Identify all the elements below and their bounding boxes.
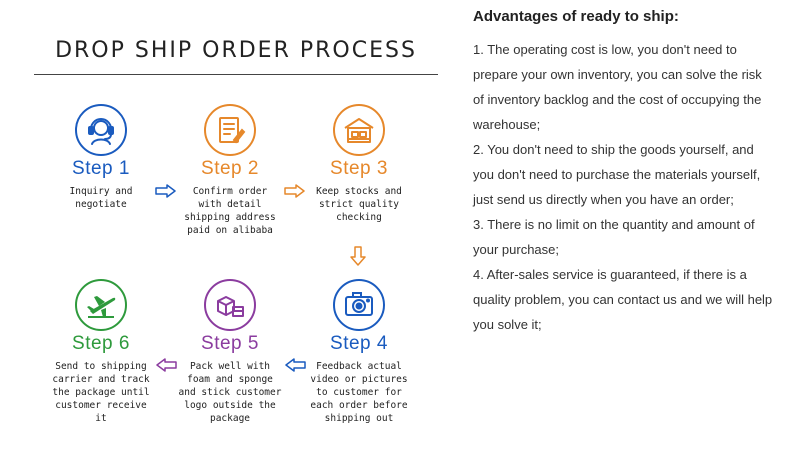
warehouse-icon [333, 104, 385, 156]
advantage-point-1: 1. The operating cost is low, you don't … [473, 42, 762, 132]
right-arrow-icon [155, 184, 176, 198]
step-3-description: Keep stocks and strict quality checking [316, 186, 402, 223]
step-4: Step 4 Feedback actual video or pictures… [299, 279, 419, 425]
step-1: Step 1 Inquiry and negotiate [41, 104, 161, 211]
order-form-icon [204, 104, 256, 156]
package-boxes-icon [204, 279, 256, 331]
advantages-heading: Advantages of ready to ship: [473, 8, 679, 25]
camera-icon [333, 279, 385, 331]
airplane-icon [75, 279, 127, 331]
step-5: Step 5 Pack well with foam and sponge an… [170, 279, 290, 425]
right-arrow-icon [284, 184, 305, 198]
down-arrow-icon [350, 246, 366, 266]
advantage-point-4: 4. After-sales service is guaranteed, if… [473, 267, 773, 332]
step-6-description: Send to shipping carrier and track the p… [52, 361, 150, 424]
step-4-label: Step 4 [330, 333, 388, 354]
step-4-description: Feedback actual video or pictures to cus… [310, 361, 408, 424]
drop-ship-process-panel: DROP SHIP ORDER PROCESS Step 1 Inquiry a… [34, 38, 438, 425]
step-1-description: Inquiry and negotiate [69, 186, 133, 210]
step-2-description: Confirm order with detail shipping addre… [184, 186, 276, 236]
advantages-panel: Advantages of ready to ship: 1. The oper… [473, 8, 773, 337]
title-divider [34, 74, 438, 75]
left-arrow-icon [156, 358, 177, 372]
step-3: Step 3 Keep stocks and strict quality ch… [299, 104, 419, 224]
customer-service-headset-icon [75, 104, 127, 156]
step-3-label: Step 3 [330, 158, 388, 179]
step-6-label: Step 6 [72, 333, 130, 354]
advantage-point-2: 2. You don't need to ship the goods your… [473, 142, 761, 207]
step-2: Step 2 Confirm order with detail shippin… [170, 104, 290, 237]
step-5-description: Pack well with foam and sponge and stick… [178, 361, 282, 424]
step-6: Step 6 Send to shipping carrier and trac… [41, 279, 161, 425]
process-title: DROP SHIP ORDER PROCESS [55, 38, 417, 63]
advantage-point-3: 3. There is no limit on the quantity and… [473, 217, 755, 257]
step-1-label: Step 1 [72, 158, 130, 179]
left-arrow-icon [285, 358, 306, 372]
step-5-label: Step 5 [201, 333, 259, 354]
step-2-label: Step 2 [201, 158, 259, 179]
